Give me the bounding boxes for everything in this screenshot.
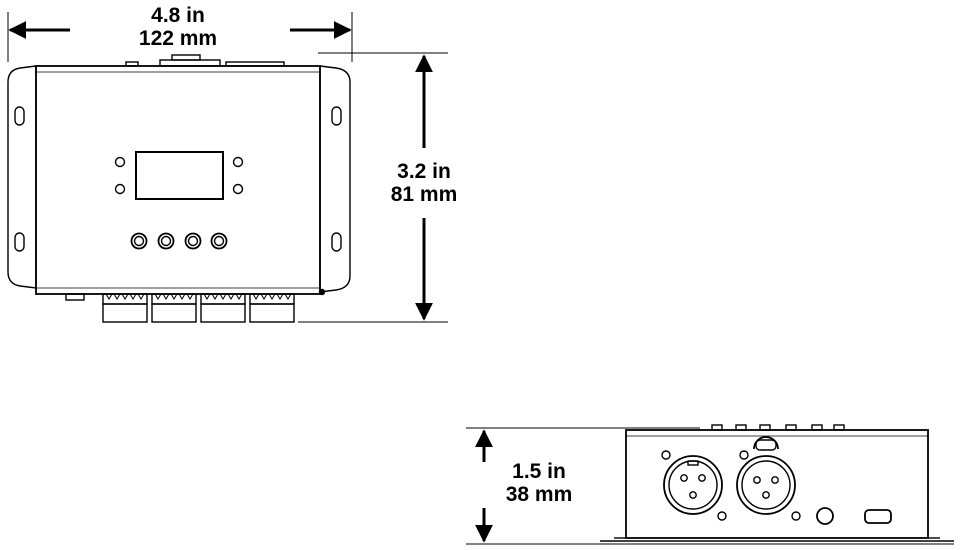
lcd-display: [135, 151, 224, 200]
mounting-slot-icon: [331, 106, 342, 126]
button-icon: [184, 232, 202, 250]
width-imperial: 4.8 in: [151, 4, 205, 27]
depth-dimension: [466, 427, 700, 545]
right-mounting-ear: [319, 65, 351, 293]
width-metric: 122 mm: [138, 27, 218, 50]
button-icon: [157, 232, 175, 250]
led-icon: [114, 183, 126, 195]
device-body: [35, 65, 321, 295]
device-side-view: [600, 424, 954, 545]
mounting-slot-icon: [331, 232, 342, 252]
button-icon: [130, 232, 148, 250]
usb-port-icon: [864, 509, 892, 524]
depth-label: 1.5 in 38 mm: [484, 460, 594, 506]
height-imperial: 3.2 in: [397, 160, 451, 183]
xlr-female-connector: [736, 436, 801, 521]
mounting-slot-icon: [14, 232, 25, 252]
depth-metric: 38 mm: [505, 483, 573, 506]
terminal-block-2: [151, 293, 197, 323]
height-metric: 81 mm: [390, 183, 458, 206]
led-icon: [232, 183, 244, 195]
terminal-block-1: [102, 293, 148, 323]
height-label: 3.2 in 81 mm: [364, 160, 484, 206]
left-mounting-ear: [7, 65, 37, 289]
led-icon: [232, 156, 244, 168]
mounting-slot-icon: [14, 106, 25, 126]
height-dimension: [298, 52, 448, 323]
depth-imperial: 1.5 in: [512, 460, 566, 483]
terminal-blocks: [102, 293, 295, 323]
xlr-male-connector: [661, 450, 727, 521]
width-label: 4.8 in 122 mm: [118, 4, 238, 50]
device-side-body: [625, 429, 929, 539]
width-dimension: [7, 12, 353, 62]
power-jack-icon: [816, 507, 834, 525]
control-buttons: [130, 232, 228, 250]
terminal-block-4: [249, 293, 295, 323]
button-icon: [210, 232, 228, 250]
device-top-view: [7, 54, 351, 323]
led-icon: [114, 156, 126, 168]
terminal-block-3: [200, 293, 246, 323]
